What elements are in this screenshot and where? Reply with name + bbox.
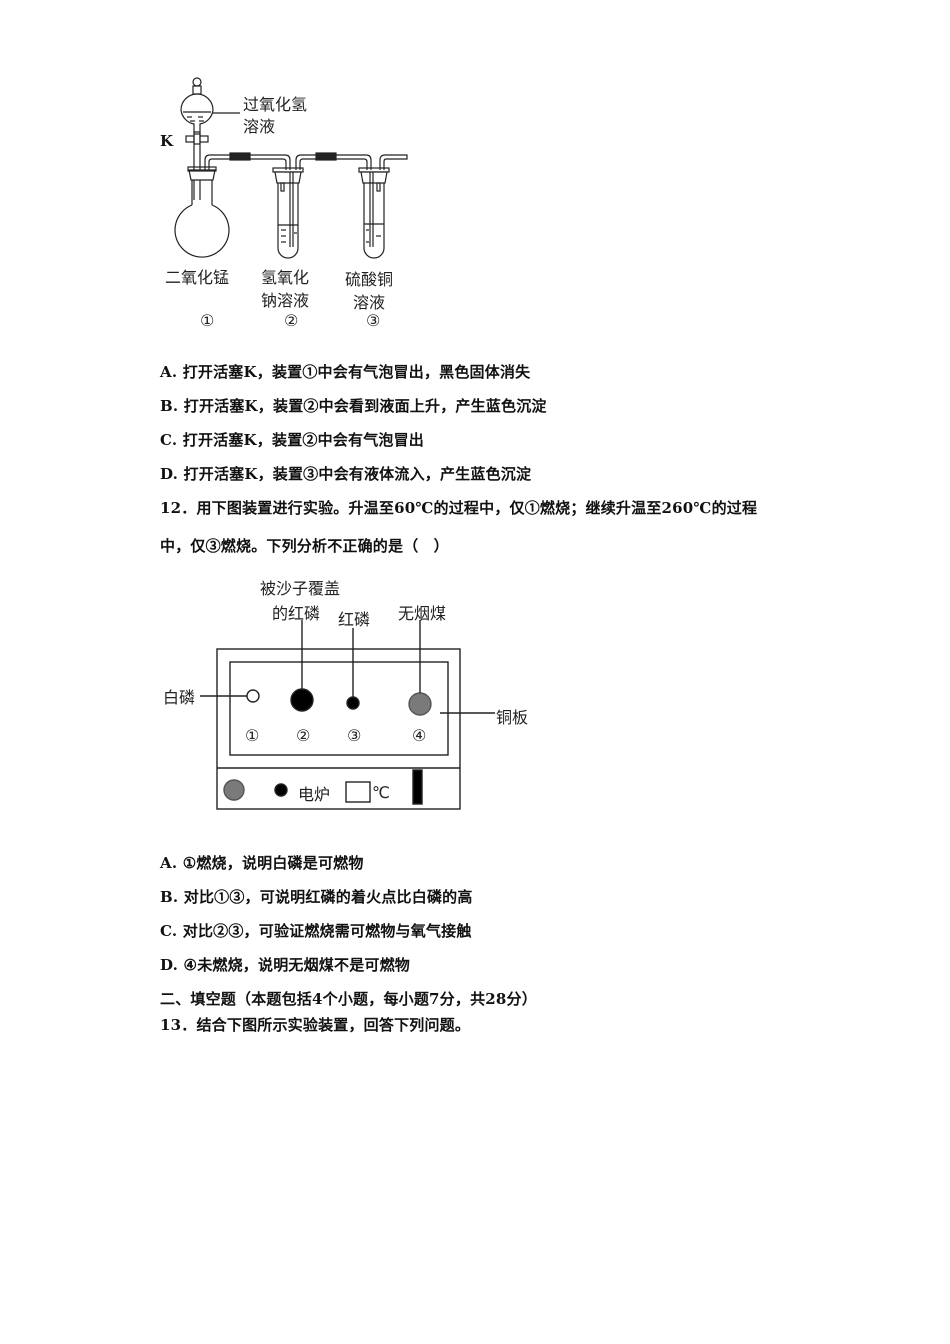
q11-option-a: A. 打开活塞K，装置①中会有气泡冒出，黑色固体消失 [160, 363, 531, 381]
q12-option-c: C. 对比②③，可验证燃烧需可燃物与氧气接触 [160, 922, 472, 940]
q12-option-a: A. ①燃烧，说明白磷是可燃物 [160, 854, 364, 872]
q11-option-b: B. 打开活塞K，装置②中会看到液面上升，产生蓝色沉淀 [160, 397, 547, 415]
label-tube2-line1: 氢氧化 [261, 268, 310, 287]
label-electric-stove: 电炉 [298, 785, 331, 804]
label-tube3-line1: 硫酸铜 [345, 270, 394, 289]
section2-heading: 二、填空题（本题包括4个小题，每小题7分，共28分） [160, 990, 537, 1008]
stove-drawing [200, 620, 495, 810]
q12-option-d: D. ④未燃烧，说明无烟煤不是可燃物 [160, 956, 410, 974]
label-white-phosphorus: 白磷 [163, 688, 196, 707]
fig2-number-3: ③ [347, 726, 362, 745]
number-2: ② [284, 311, 299, 330]
number-1: ① [200, 311, 215, 330]
fig2-number-4: ④ [412, 726, 427, 745]
q12-option-b: B. 对比①③，可说明红磷的着火点比白磷的高 [160, 888, 473, 906]
valve-k-label: K [160, 132, 174, 150]
number-3: ③ [366, 311, 381, 330]
label-sand-red-phosphorus-line2: 的红磷 [272, 604, 321, 623]
q13-stem: 13．结合下图所示实验装置，回答下列问题。 [160, 1016, 471, 1034]
figure-stove-2 [150, 565, 550, 825]
label-tube3-line2: 溶液 [353, 293, 386, 312]
label-h2o2-line2: 溶液 [243, 117, 276, 136]
fig2-number-1: ① [245, 726, 260, 745]
q11-option-d: D. 打开活塞K，装置③中会有液体流入，产生蓝色沉淀 [160, 465, 532, 483]
q12-stem-line1: 12．用下图装置进行实验。升温至60℃的过程中，仅①燃烧；继续升温至260℃的过… [160, 499, 758, 517]
label-coal: 无烟煤 [398, 604, 447, 623]
apparatus-drawing: K [160, 77, 408, 259]
label-red-phosphorus: 红磷 [338, 610, 371, 629]
label-tube2-line2: 钠溶液 [261, 291, 310, 310]
figure-apparatus-1: K [150, 70, 430, 340]
label-flask-mno2: 二氧化锰 [165, 268, 230, 287]
label-sand-red-phosphorus-line1: 被沙子覆盖 [260, 579, 341, 598]
label-h2o2-line1: 过氧化氢 [243, 95, 308, 114]
fig2-number-2: ② [296, 726, 311, 745]
label-celsius-unit: ℃ [372, 783, 390, 802]
q12-stem-line2: 中，仅③燃烧。下列分析不正确的是（ ） [160, 537, 449, 555]
label-copper-plate: 铜板 [496, 708, 529, 727]
q11-option-c: C. 打开活塞K，装置②中会有气泡冒出 [160, 431, 424, 449]
